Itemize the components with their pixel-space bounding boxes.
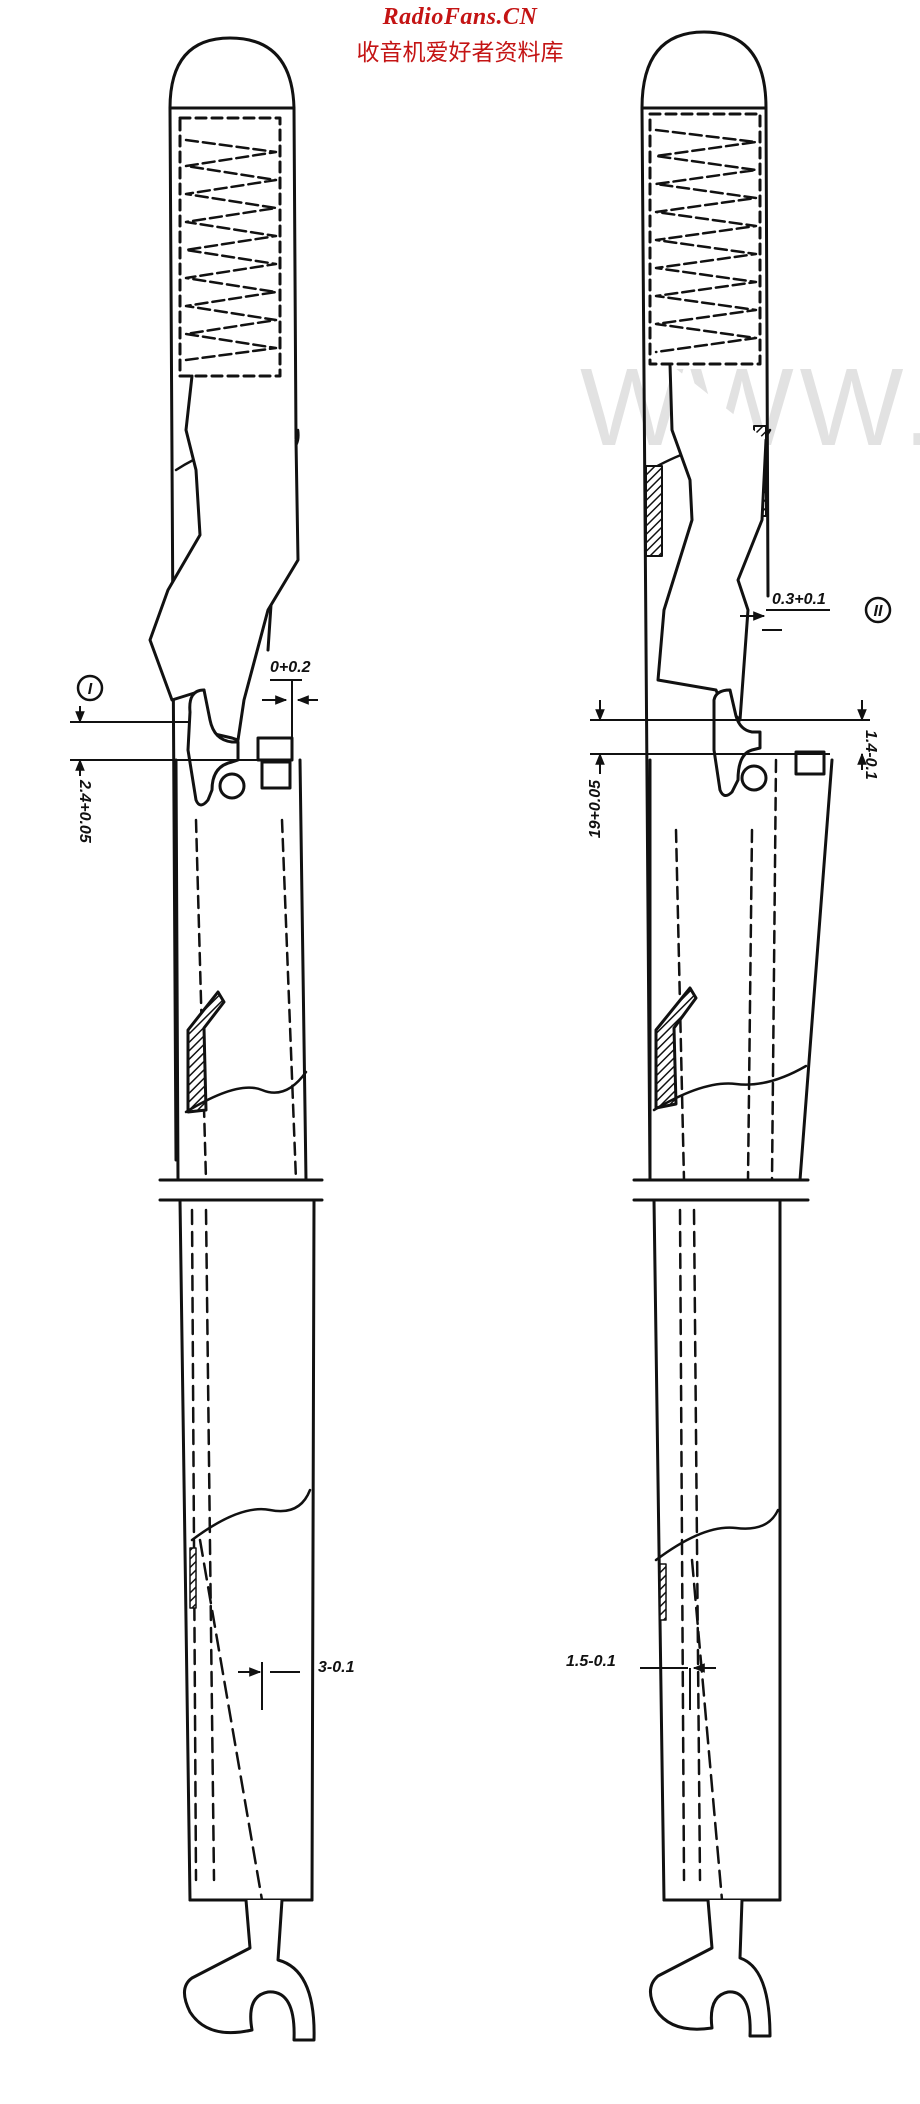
right-hatch-left	[645, 465, 663, 557]
right-spring	[654, 128, 758, 354]
right-spring-housing	[648, 112, 762, 366]
site-title: RadioFans.CN	[382, 4, 538, 30]
right-figure	[632, 30, 892, 2038]
left-lower-break	[190, 1488, 312, 1542]
left-latch-plate	[256, 736, 294, 762]
left-latch-square	[260, 760, 292, 790]
left-fork	[183, 1898, 316, 2042]
left-dim-width: 3-0.1	[318, 1659, 355, 1676]
left-dim-height: 2.4+0.05	[76, 779, 93, 844]
right-hatched-block	[654, 986, 698, 1110]
left-marker-circle	[76, 674, 104, 702]
left-spring-housing	[178, 116, 282, 378]
left-lower-body	[178, 1198, 316, 1902]
right-latch-ball	[740, 764, 768, 792]
right-dimensions	[590, 609, 870, 1710]
right-lower-dashed	[678, 1208, 702, 1882]
left-inner-dashed	[194, 818, 298, 1182]
left-lower-hatch	[189, 1547, 197, 1609]
right-lower-body	[652, 1198, 782, 1902]
right-lower-rod	[690, 1558, 724, 1902]
right-lever-arm	[656, 362, 768, 722]
right-latch-hook	[712, 688, 762, 797]
right-dim-height-right: 1.4-0.1	[862, 730, 879, 780]
left-spring	[184, 138, 278, 362]
left-shank	[174, 758, 308, 1182]
right-inner-dashed	[674, 758, 778, 1182]
right-dim-width: 1.5-0.1	[566, 1653, 616, 1670]
left-dome	[168, 36, 296, 110]
left-dimensions	[70, 679, 318, 1710]
right-shank	[648, 758, 834, 1182]
left-break-line-2	[184, 1070, 308, 1114]
right-dim-gap: 0.3+0.1	[772, 591, 826, 608]
right-latch-square	[794, 750, 826, 776]
right-dome	[640, 30, 768, 110]
right-marker-label: II	[874, 603, 883, 620]
right-dim-height-left: 19+0.05	[587, 779, 604, 838]
right-break-line-2	[652, 1064, 808, 1112]
left-dim-gap: 0+0.2	[270, 659, 311, 676]
left-lower-rod	[198, 1538, 264, 1902]
site-header: RadioFans.CN 收音机爱好者资料库	[0, 4, 920, 67]
left-lower-dashed	[190, 1208, 216, 1882]
left-marker-label: I	[88, 681, 93, 698]
left-figure	[76, 36, 324, 2042]
right-marker-circle	[864, 596, 892, 624]
right-lower-break	[654, 1508, 780, 1562]
right-fork	[649, 1898, 772, 2038]
site-subtitle: 收音机爱好者资料库	[356, 40, 564, 66]
left-latch-ball	[218, 772, 246, 800]
right-lower-hatch	[659, 1563, 667, 1621]
